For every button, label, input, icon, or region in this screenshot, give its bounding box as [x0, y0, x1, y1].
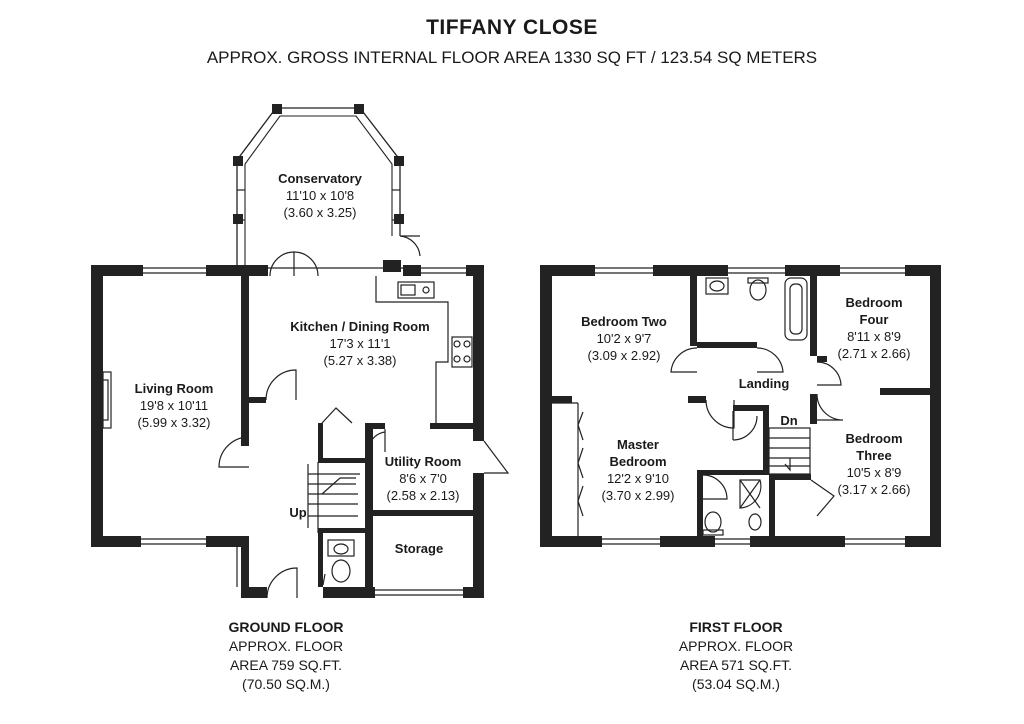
room-dimensions-metric: (5.99 x 3.32): [137, 415, 211, 430]
hall-door: [265, 369, 297, 401]
room-dimensions-metric: (2.71 x 2.66): [837, 346, 911, 361]
floor-area-line1: APPROX. FLOOR: [678, 638, 794, 654]
room-dimensions-imperial: 8'11 x 8'9: [847, 329, 901, 344]
hob-icon: [451, 336, 473, 368]
floor-area-line2: AREA 759 SQ.FT.: [229, 657, 343, 673]
ensuite-toilet-icon: [704, 511, 722, 533]
wardrobe-icon: [552, 402, 584, 536]
ground-floor-plan: [91, 104, 510, 599]
room-dimensions-metric: (3.17 x 2.66): [837, 482, 911, 497]
room-name: Bedroom: [845, 295, 903, 310]
room-dimensions-metric: (2.58 x 2.13): [386, 488, 460, 503]
room-label-storage: Storage: [373, 540, 465, 557]
stairs-up-label: Up: [280, 504, 316, 521]
floor-area-line3: (70.50 SQ.M.): [242, 676, 330, 692]
room-dimensions-metric: (3.70 x 2.99): [601, 488, 675, 503]
room-label-landing: Landing: [726, 375, 802, 392]
room-dimensions-imperial: 19'8 x 10'11: [139, 398, 209, 413]
first-floor-caption: FIRST FLOOR APPROX. FLOOR AREA 571 SQ.FT…: [646, 618, 826, 694]
sink-icon: [397, 281, 435, 299]
room-label-conservatory: Conservatory 11'10 x 10'8 (3.60 x 3.25): [250, 170, 390, 221]
room-label-living: Living Room 19'8 x 10'11 (5.99 x 3.32): [113, 380, 235, 431]
room-name-line2: Three: [856, 448, 892, 463]
basin-icon: [705, 277, 729, 295]
bath-icon: [784, 277, 808, 341]
shower-icon: [739, 479, 762, 509]
first-floor-walls: [540, 265, 941, 547]
room-label-kitchen: Kitchen / Dining Room 17'3 x 11'1 (5.27 …: [270, 318, 450, 369]
wc-basin-icon: [327, 539, 355, 557]
room-label-utility: Utility Room 8'6 x 7'0 (2.58 x 2.13): [372, 453, 474, 504]
room-dimensions-imperial: 11'10 x 10'8: [285, 188, 355, 203]
plan-subtitle: APPROX. GROSS INTERNAL FLOOR AREA 1330 S…: [206, 48, 818, 67]
room-dimensions-metric: (3.09 x 2.92): [587, 348, 661, 363]
room-label-bedroom-three: Bedroom Three 10'5 x 8'9 (3.17 x 2.66): [820, 430, 928, 498]
stairs-down-label: Dn: [774, 412, 804, 429]
landing-door: [756, 347, 784, 373]
floor-heading: FIRST FLOOR: [689, 619, 783, 635]
room-dimensions-imperial: 12'2 x 9'10: [606, 471, 670, 486]
room-dimensions-imperial: 10'2 x 9'7: [596, 331, 652, 346]
room-name: Landing: [738, 376, 790, 391]
room-name: Master: [617, 437, 659, 452]
room-name: Bedroom Two: [581, 314, 667, 329]
stairs-label: Up: [289, 505, 307, 520]
room-name-line2: Four: [859, 312, 889, 327]
room-dimensions-imperial: 8'6 x 7'0: [399, 471, 447, 486]
first-floor-plan: [540, 265, 941, 547]
ground-stairs: [307, 462, 360, 533]
floor-area-line2: AREA 571 SQ.FT.: [679, 657, 793, 673]
conservatory-posts: [233, 104, 404, 272]
ground-floor-walls: [91, 265, 484, 598]
room-label-bedroom-two: Bedroom Two 10'2 x 9'7 (3.09 x 2.92): [562, 313, 686, 364]
room-label-master: Master Bedroom 12'2 x 9'10 (3.70 x 2.99): [586, 436, 690, 504]
ground-floor-caption: GROUND FLOOR APPROX. FLOOR AREA 759 SQ.F…: [196, 618, 376, 694]
room-name: Kitchen / Dining Room: [290, 319, 430, 334]
wc-toilet-icon: [331, 559, 351, 583]
room-name: Bedroom: [845, 431, 903, 446]
plan-title: TIFFANY CLOSE: [426, 16, 598, 39]
toilet-icon: [749, 279, 767, 301]
room-name-line2: Bedroom: [609, 454, 667, 469]
floor-area-line1: APPROX. FLOOR: [228, 638, 344, 654]
room-name: Utility Room: [384, 454, 462, 469]
first-stairs: [768, 427, 811, 475]
room-dimensions-metric: (3.60 x 3.25): [283, 205, 357, 220]
room-name: Conservatory: [278, 171, 362, 186]
room-dimensions-imperial: 17'3 x 11'1: [329, 336, 391, 351]
room-name: Living Room: [134, 381, 214, 396]
stairs-label: Dn: [780, 413, 798, 428]
floor-heading: GROUND FLOOR: [228, 619, 344, 635]
room-dimensions-metric: (5.27 x 3.38): [323, 353, 397, 368]
room-name: Storage: [394, 541, 444, 556]
floor-area-line3: (53.04 SQ.M.): [692, 676, 780, 692]
room-dimensions-imperial: 10'5 x 8'9: [846, 465, 902, 480]
conservatory-door: [399, 235, 421, 257]
room-label-bedroom-four: Bedroom Four 8'11 x 8'9 (2.71 x 2.66): [820, 294, 928, 362]
